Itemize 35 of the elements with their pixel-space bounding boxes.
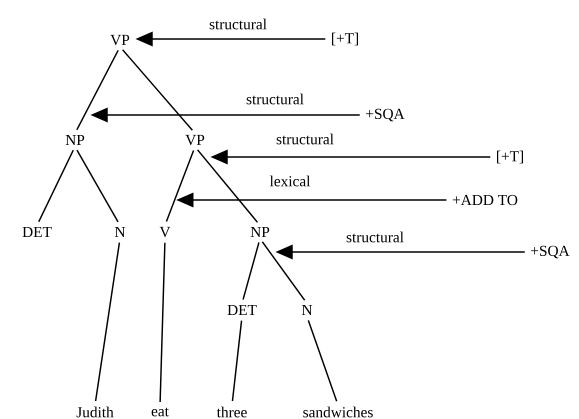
- branch-line: [94, 242, 120, 402]
- branch-line: [232, 320, 242, 402]
- word: sandwiches: [303, 406, 373, 418]
- tree-label: DET: [228, 304, 257, 316]
- word: Judith: [76, 406, 114, 418]
- tree-label: VP: [185, 134, 204, 146]
- feature-label: [+T]: [332, 32, 358, 46]
- tree-label: N: [302, 305, 312, 316]
- branch-line: [262, 241, 306, 301]
- branch-line: [38, 150, 74, 222]
- branch-line: [196, 149, 258, 223]
- branch-line: [166, 150, 194, 222]
- edge-label: structural: [246, 94, 304, 104]
- feature-label: +SQA: [531, 246, 570, 258]
- branch-line: [122, 49, 193, 131]
- word: eat: [152, 408, 169, 416]
- feature-label: +ADD TO: [452, 194, 518, 206]
- branch-line: [159, 242, 166, 402]
- branch-line: [308, 320, 338, 402]
- branch-line: [242, 242, 260, 300]
- feature-label: [+T]: [497, 150, 523, 164]
- tree-label: N: [114, 227, 126, 238]
- tree-label: V: [160, 226, 170, 238]
- tree-label: NP: [250, 227, 270, 238]
- tree-label: DET: [22, 226, 52, 238]
- edge-label: structural: [276, 134, 334, 144]
- word: three: [216, 406, 247, 418]
- edge-label: lexical: [270, 176, 310, 186]
- tree-label: NP: [66, 135, 84, 146]
- branch-line: [76, 50, 119, 130]
- feature-label: +SQA: [366, 108, 405, 122]
- edge-label: structural: [210, 18, 267, 30]
- branch-line: [76, 150, 119, 222]
- tree-label: VP: [110, 34, 130, 46]
- edge-label: structural: [346, 232, 404, 242]
